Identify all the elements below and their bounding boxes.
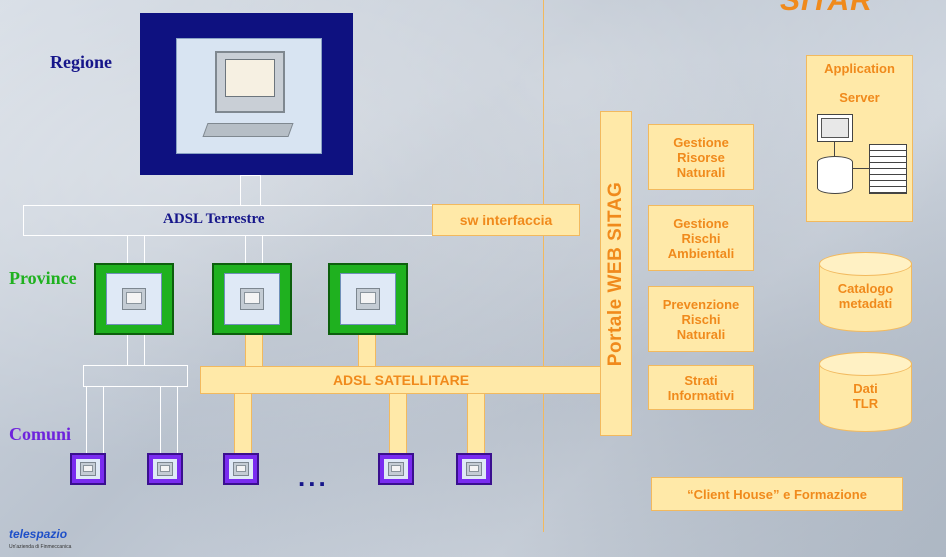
client-house-box: “Client House” e Formazione <box>651 477 903 511</box>
sitar-logo: SITAR <box>780 0 873 17</box>
computer-icon <box>80 462 96 476</box>
satellitare-drop-1 <box>234 394 252 454</box>
province-connector-2 <box>245 236 263 263</box>
database-icon <box>817 156 853 194</box>
catalogo-label: Catalogo metadati <box>837 281 894 311</box>
app-server-line2: Server <box>839 90 880 105</box>
comuni-label: Comuni <box>9 424 72 444</box>
service-prevenzione-rischi: Prevenzione Rischi Naturali <box>648 286 754 352</box>
computer-icon <box>157 462 173 476</box>
comuni-connector-drop-1 <box>86 387 104 453</box>
server-rack-icon <box>869 144 907 194</box>
server-monitor-screen-icon <box>821 118 849 138</box>
comune-node-1 <box>70 453 106 485</box>
satellitare-connector-2 <box>358 335 376 367</box>
service-gestione-rischi: Gestione Rischi Ambientali <box>648 205 754 271</box>
catalogo-db-top <box>819 252 912 276</box>
sw-interfaccia-box: sw interfaccia <box>432 204 580 236</box>
comune-screen <box>229 459 253 479</box>
application-server: Application Server <box>806 55 913 222</box>
dati-db-top <box>819 352 912 376</box>
computer-icon <box>466 462 482 476</box>
province-screen <box>106 273 162 325</box>
province-label: Province <box>9 268 77 288</box>
regione-screen <box>176 38 322 154</box>
comune-screen <box>76 459 100 479</box>
satellitare-drop-3 <box>467 394 485 454</box>
regione-label: Regione <box>50 52 112 72</box>
comune-node-4 <box>378 453 414 485</box>
adsl-satellitare-bus: ADSL SATELLITARE <box>200 366 602 394</box>
satellitare-drop-2 <box>389 394 407 454</box>
separator-line <box>543 0 544 532</box>
comuni-connector-stem <box>127 335 145 365</box>
app-server-line1: Application <box>824 61 895 76</box>
computer-icon <box>356 288 380 310</box>
telespazio-logo: telespazio Un'azienda di Finmeccanica <box>9 527 129 555</box>
computer-icon <box>122 288 146 310</box>
telespazio-logo-sub: Un'azienda di Finmeccanica <box>9 544 72 550</box>
keyboard-icon <box>202 123 294 137</box>
portale-label: Portale WEB SITAG <box>605 181 626 366</box>
computer-icon <box>388 462 404 476</box>
comune-screen <box>462 459 486 479</box>
province-node-1 <box>94 263 174 335</box>
adsl-terrestre-label: ADSL Terrestre <box>163 211 265 227</box>
dati-label: Dati TLR <box>852 381 879 411</box>
desktop-computer-icon <box>215 51 285 113</box>
comune-screen <box>153 459 177 479</box>
portale-web-sitag: Portale WEB SITAG <box>600 111 632 436</box>
comuni-connector-drop-2 <box>160 387 178 453</box>
comune-node-2 <box>147 453 183 485</box>
comune-node-5 <box>456 453 492 485</box>
comune-screen <box>384 459 408 479</box>
province-screen <box>224 273 280 325</box>
province-screen <box>340 273 396 325</box>
server-link-line <box>853 168 869 169</box>
comuni-connector-box <box>83 365 188 387</box>
comune-node-3 <box>223 453 259 485</box>
computer-display-icon <box>225 59 275 97</box>
service-strati-informativi: Strati Informativi <box>648 365 754 410</box>
satellitare-connector-1 <box>245 335 263 367</box>
computer-icon <box>240 288 264 310</box>
regione-connector <box>240 175 261 205</box>
telespazio-logo-mark: telespazio <box>9 527 68 541</box>
ellipsis: ... <box>298 462 329 492</box>
computer-icon <box>233 462 249 476</box>
service-gestione-risorse: Gestione Risorse Naturali <box>648 124 754 190</box>
server-connector-line <box>834 142 835 156</box>
province-connector-1 <box>127 236 145 263</box>
province-node-2 <box>212 263 292 335</box>
province-node-3 <box>328 263 408 335</box>
